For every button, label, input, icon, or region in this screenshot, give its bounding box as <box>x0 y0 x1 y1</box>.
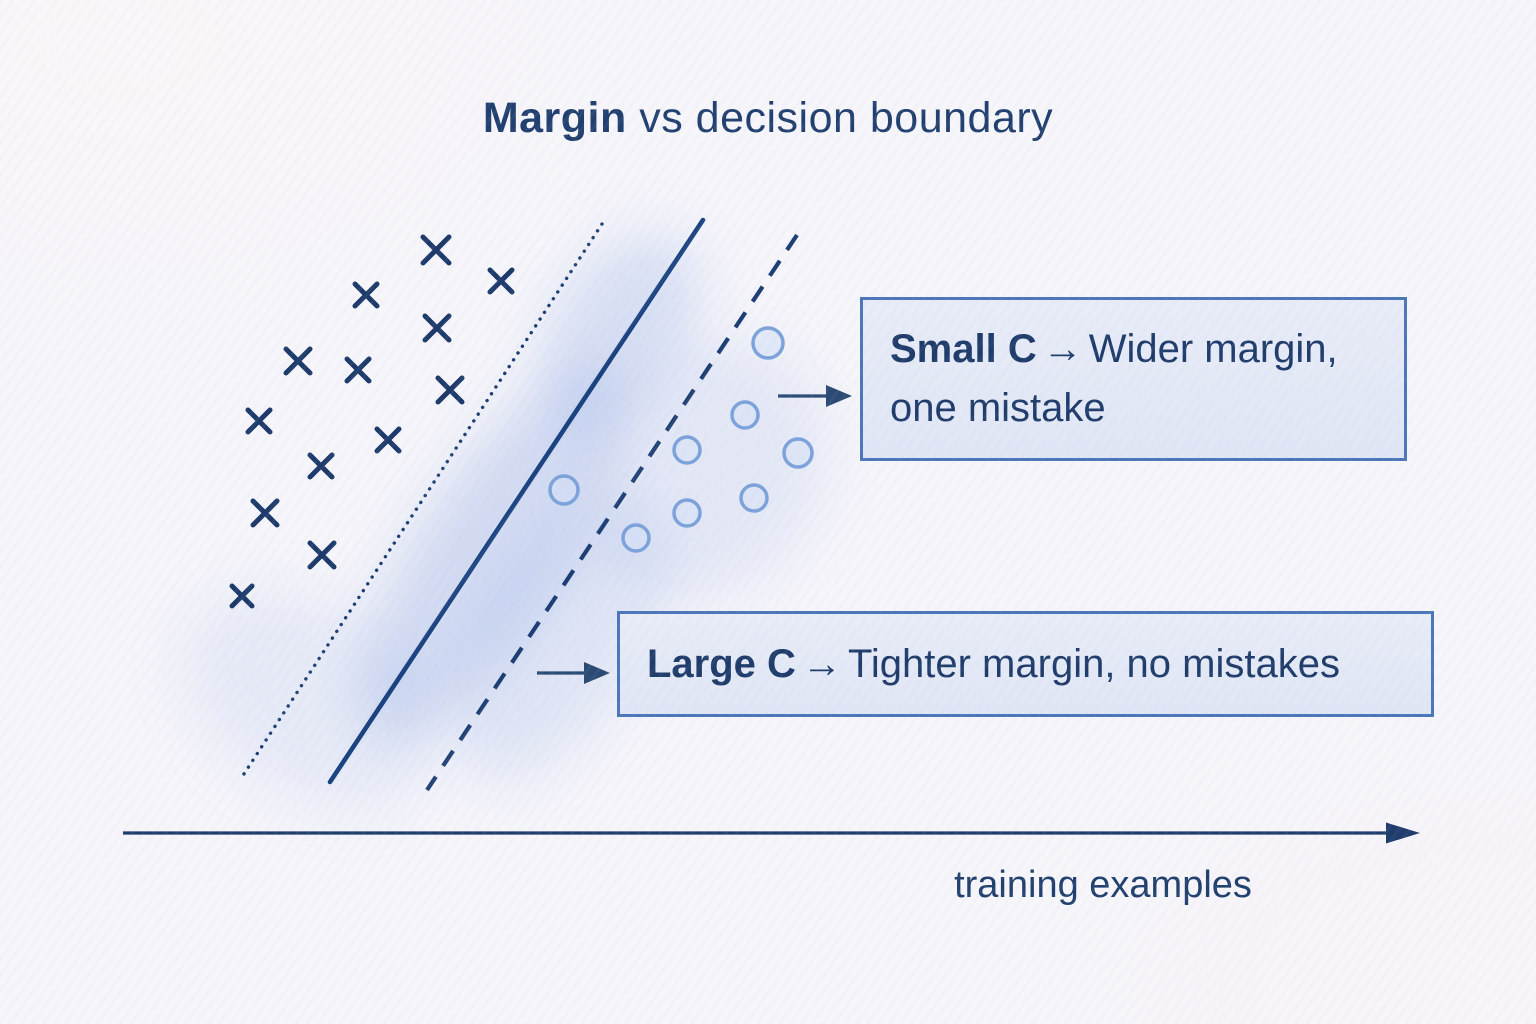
x-class-marker <box>435 375 465 405</box>
x-class-marker <box>344 356 372 384</box>
o-class-marker <box>730 400 760 430</box>
decision-boundary-line <box>327 217 706 785</box>
x-axis-arrow-head <box>1386 822 1420 844</box>
x-class-marker <box>352 281 380 309</box>
callout-arrow-head <box>826 385 852 407</box>
small-c-effect-line2: one mistake <box>890 386 1106 430</box>
x-class-marker <box>307 452 335 480</box>
page-title-rest: vs decision boundary <box>626 94 1054 142</box>
callout-arrow-head <box>584 662 610 684</box>
right-arrow-glyph: → <box>801 641 842 686</box>
small-c-term: Small C <box>890 327 1037 371</box>
page-title: Margin vs decision boundary <box>0 94 1536 143</box>
o-class-marker <box>621 523 651 553</box>
o-class-marker <box>751 326 785 360</box>
o-class-marker <box>548 474 580 506</box>
o-class-marker <box>782 437 814 469</box>
large-c-effect: Tighter margin, no mistakes <box>847 641 1340 686</box>
margin-line-dotted <box>240 222 604 779</box>
small-c-effect-line1: Wider margin, <box>1088 327 1338 371</box>
x-axis-label: training examples <box>954 864 1252 906</box>
small-c-annotation-box: Small C→Wider margin, one mistake <box>860 297 1407 461</box>
page-title-emphasis: Margin <box>482 94 627 142</box>
x-class-marker <box>374 426 402 454</box>
o-class-marker <box>672 435 702 465</box>
large-c-annotation-box: Large C→Tighter margin, no mistakes <box>617 611 1434 717</box>
large-c-term: Large C <box>647 641 796 686</box>
x-class-marker <box>229 583 255 609</box>
x-class-marker <box>307 540 337 570</box>
right-arrow-glyph: → <box>1042 327 1083 371</box>
x-class-marker <box>422 313 452 343</box>
x-class-marker <box>420 234 452 266</box>
o-class-marker <box>672 498 702 528</box>
x-class-marker <box>487 267 515 295</box>
o-class-marker <box>739 483 769 513</box>
x-class-marker <box>245 407 273 435</box>
x-class-marker <box>250 498 280 528</box>
x-class-marker <box>283 346 313 376</box>
